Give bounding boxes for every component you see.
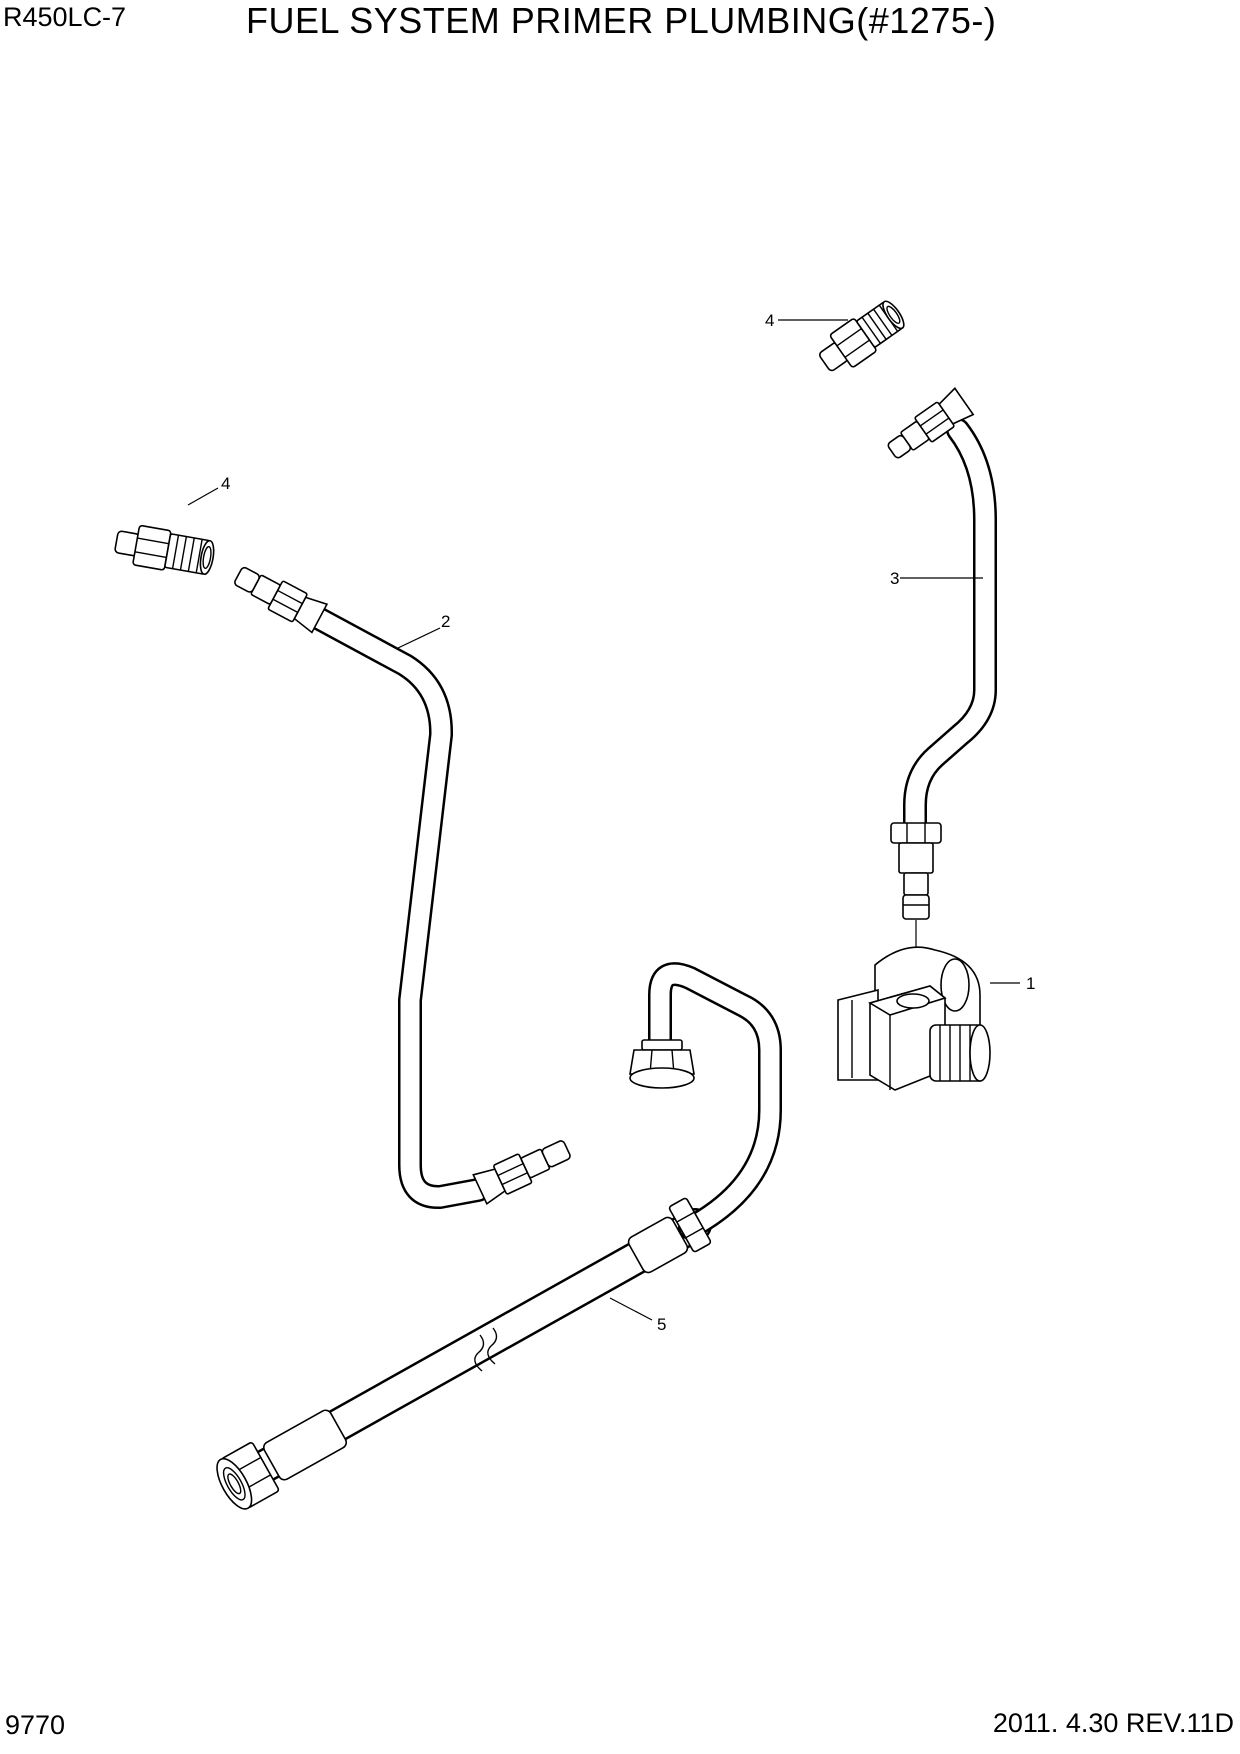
callout-4-left: 4	[221, 474, 230, 493]
callout-1: 1	[1026, 974, 1035, 993]
part-2-pipe	[234, 566, 571, 1209]
callouts: 4 3 1 4 2 5	[187, 311, 1035, 1334]
callout-3: 3	[890, 569, 899, 588]
page-number: 9770	[5, 1710, 66, 1740]
callout-2: 2	[441, 612, 450, 631]
part-5-hose	[216, 962, 782, 1510]
part-4-connector-right	[819, 300, 905, 372]
part-3-pipe	[887, 387, 997, 1010]
callout-5: 5	[657, 1315, 666, 1334]
part-1-block-fitting	[837, 946, 991, 1091]
model-label: R450LC-7	[3, 2, 127, 32]
revision-date: 2011. 4.30 REV.11D	[992, 1708, 1234, 1738]
callout-4-right: 4	[765, 311, 774, 330]
part-4-connector-left	[114, 524, 215, 576]
page-title: FUEL SYSTEM PRIMER PLUMBING(#1275-)	[246, 0, 997, 41]
